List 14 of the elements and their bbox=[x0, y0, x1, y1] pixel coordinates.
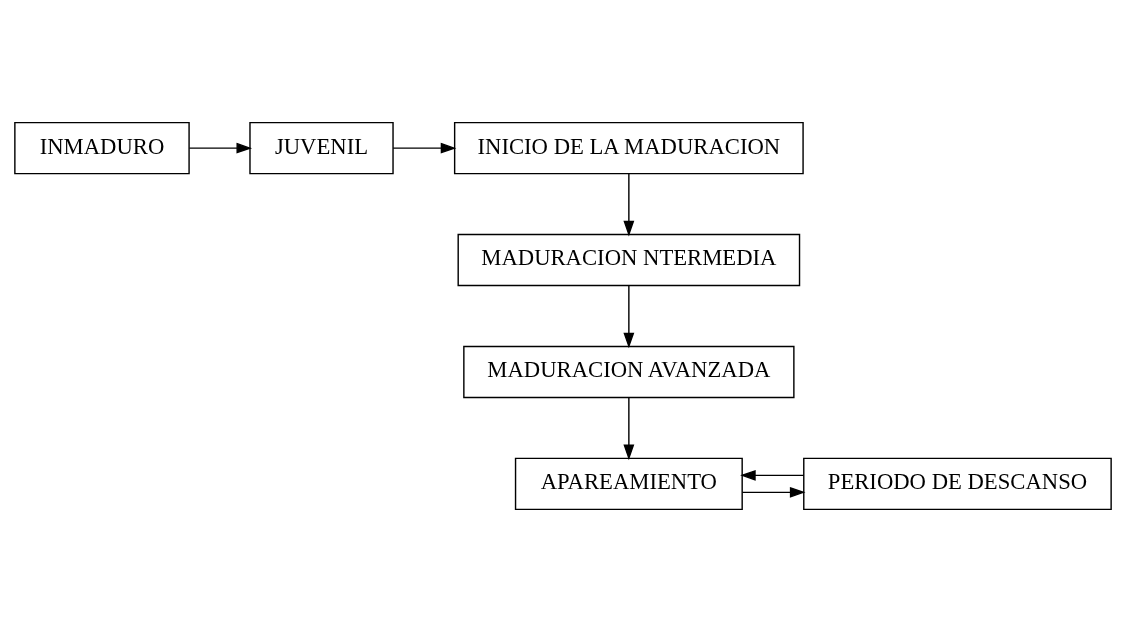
arrow bbox=[741, 486, 806, 498]
node-box: MADURACION AVANZADA bbox=[463, 345, 795, 398]
arrow bbox=[188, 142, 253, 154]
node-box: APAREAMIENTO bbox=[514, 457, 743, 510]
arrow bbox=[740, 469, 805, 481]
arrow bbox=[623, 172, 635, 236]
node-box: JUVENIL bbox=[249, 121, 394, 174]
node-box: INMADURO bbox=[14, 121, 190, 174]
node-box: PERIODO DE DESCANSO bbox=[803, 457, 1112, 510]
arrow bbox=[623, 396, 635, 460]
arrow bbox=[392, 142, 457, 154]
arrow bbox=[623, 284, 635, 348]
node-box: INICIO DE LA MADURACION bbox=[453, 121, 804, 174]
node-box: MADURACION NTERMEDIA bbox=[457, 233, 801, 286]
